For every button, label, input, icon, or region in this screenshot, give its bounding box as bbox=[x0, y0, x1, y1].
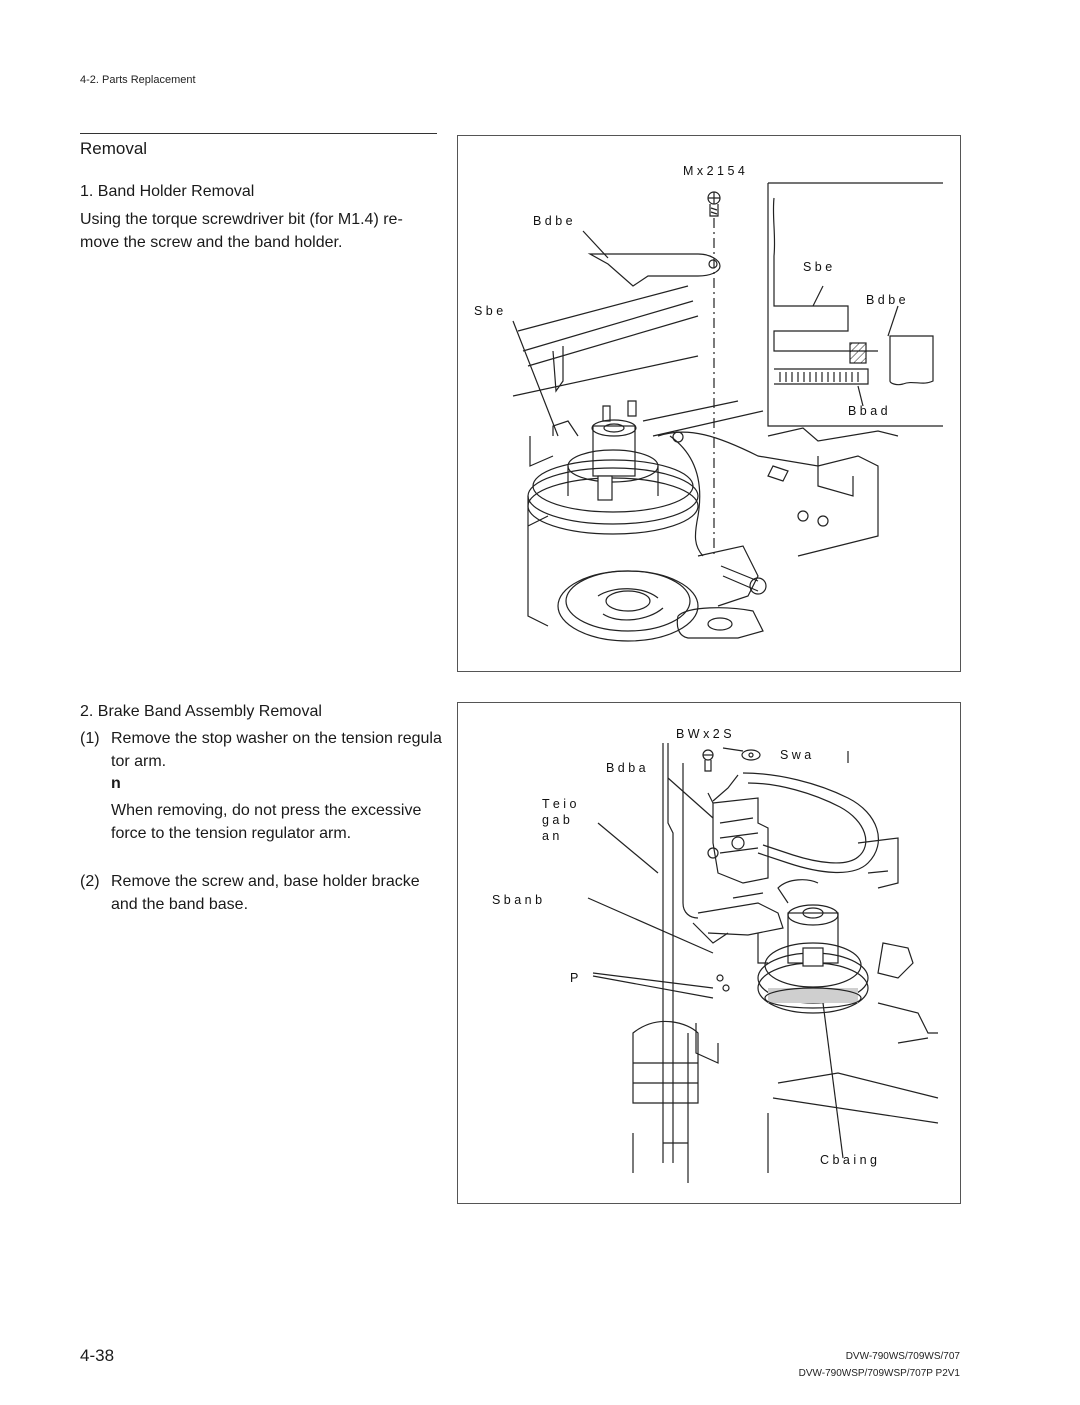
figure-brake-band-assembly: B W x 2 S S w a B d b a T e i o g a b a … bbox=[457, 702, 961, 1204]
figure1-drawing bbox=[512, 182, 943, 642]
step2-sub2-line1: Remove the screw and, base holder bracke bbox=[111, 873, 420, 890]
fig2-label-p: P bbox=[570, 971, 579, 985]
step1-body-line2: move the screw and the band holder. bbox=[80, 234, 343, 251]
step2-sub2-body: Remove the screw and, base holder bracke… bbox=[111, 870, 481, 916]
section-title: Removal bbox=[80, 139, 148, 158]
step2-sub1-num: (1) bbox=[80, 730, 100, 747]
fig2-label-screw-spec: B W x 2 S bbox=[676, 727, 732, 741]
title-rule bbox=[80, 133, 437, 134]
section-header-label: 4-2. Parts Replacement bbox=[80, 74, 196, 86]
step2-sub2-line2: and the band base. bbox=[111, 896, 249, 913]
note-heading: n bbox=[111, 775, 121, 792]
step2-sub1-line2: tor arm. bbox=[111, 753, 167, 770]
step1-body-line1: Using the torque screwdriver bit (for M1… bbox=[80, 211, 403, 228]
fig1-label-hatched-part: B b a d bbox=[848, 404, 888, 418]
fig1-label-band-holder-inset: B d b e bbox=[866, 293, 906, 307]
model-line-1: DVW-790WS/709WS/707 bbox=[845, 1351, 960, 1362]
fig2-label-s-left: S b a n b bbox=[492, 893, 543, 907]
note-body: When removing, do not press the excessiv… bbox=[111, 799, 473, 845]
step1-title: 1. Band Holder Removal bbox=[80, 183, 255, 200]
fig2-label-caption: C b a i n g bbox=[820, 1153, 877, 1167]
note-line2: force to the tension regulator arm. bbox=[111, 825, 352, 842]
page-number: 4-38 bbox=[80, 1346, 115, 1365]
figure-band-holder: M x 2 1 5 4 B d b e S b e S b e B d b e … bbox=[457, 135, 961, 672]
note-line1: When removing, do not press the excessiv… bbox=[111, 802, 422, 819]
step2-title: 2. Brake Band Assembly Removal bbox=[80, 703, 322, 720]
model-line-2: DVW-790WSP/709WSP/707P P2V1 bbox=[798, 1368, 960, 1379]
step2-sub2-num: (2) bbox=[80, 873, 100, 890]
fig2-label-tension-arm-1: T e i o bbox=[542, 797, 577, 811]
fig1-label-screw-spec: M x 2 1 5 4 bbox=[683, 164, 745, 178]
figure2-drawing bbox=[587, 743, 939, 1183]
fig2-label-tension-arm-2: g a b bbox=[542, 813, 570, 827]
step2-sub1-line1: Remove the stop washer on the tension re… bbox=[111, 730, 442, 747]
fig1-label-band-holder: B d b e bbox=[533, 214, 573, 228]
step2-sub1-body: Remove the stop washer on the tension re… bbox=[111, 727, 481, 773]
step1-body: Using the torque screwdriver bit (for M1… bbox=[80, 208, 460, 254]
fig1-label-s-left: S b e bbox=[474, 304, 504, 318]
fig1-label-s-inset: S b e bbox=[803, 260, 833, 274]
fig2-label-band-holder: B d b a bbox=[606, 761, 646, 775]
fig2-label-stop-washer: S w a bbox=[780, 748, 812, 762]
fig2-label-tension-arm-3: a n bbox=[542, 829, 560, 843]
